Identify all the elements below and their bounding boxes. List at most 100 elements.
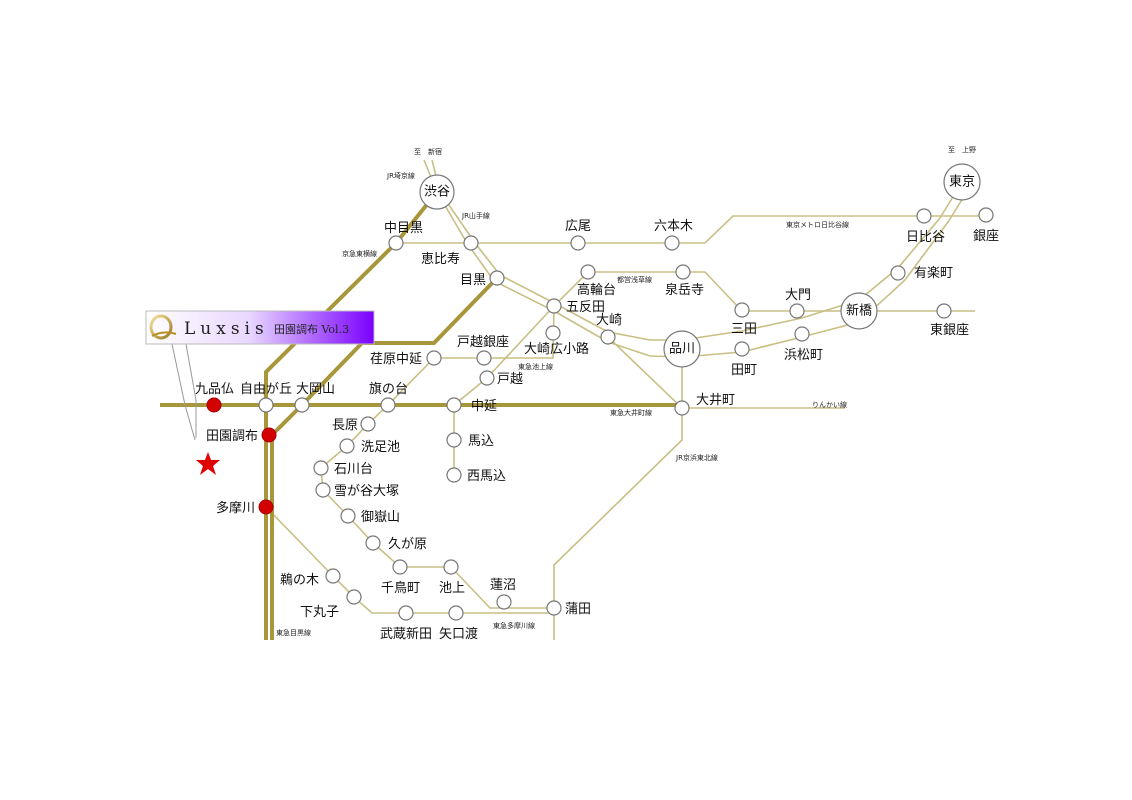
station-shimomaruko[interactable] bbox=[346, 589, 362, 605]
destination-star-icon bbox=[196, 452, 220, 475]
station-meguro[interactable] bbox=[489, 270, 505, 286]
line-tamagawa bbox=[265, 506, 554, 614]
station-yukigaya[interactable] bbox=[315, 482, 331, 498]
station-gotanda[interactable] bbox=[546, 298, 562, 314]
station-nakanobu[interactable] bbox=[446, 397, 462, 413]
station-togoshi[interactable] bbox=[479, 370, 495, 386]
station-sengakuji[interactable] bbox=[675, 264, 691, 280]
svg-text:新橋: 新橋 bbox=[846, 303, 872, 319]
label-oimachi: 東急大井町線 bbox=[610, 408, 652, 417]
label-kamata: 蒲田 bbox=[565, 602, 591, 617]
line-keihin-south bbox=[553, 349, 683, 640]
label-yukigaya: 雪が谷大塚 bbox=[334, 484, 399, 499]
svg-text:渋谷: 渋谷 bbox=[424, 185, 450, 200]
label-jiyugaoka: 自由が丘 bbox=[240, 382, 292, 397]
station-osakihirokoji[interactable] bbox=[545, 325, 561, 341]
label-toyoko: 京急東横線 bbox=[342, 249, 377, 258]
label-magome: 馬込 bbox=[468, 434, 494, 449]
luxsis-logo-icon bbox=[149, 314, 177, 340]
station-nakameguro[interactable] bbox=[388, 235, 404, 251]
station-hibiya[interactable] bbox=[916, 208, 932, 224]
line-hibiya bbox=[396, 215, 986, 244]
banner-box bbox=[145, 310, 375, 345]
station-musashinitta[interactable] bbox=[398, 605, 414, 621]
station-magome[interactable] bbox=[446, 432, 462, 448]
station-nishimagome[interactable] bbox=[446, 467, 462, 483]
label-musashinitta: 武蔵新田 bbox=[380, 626, 432, 642]
station-hamamatsucho[interactable] bbox=[794, 326, 810, 342]
station-shinagawa[interactable]: 品川 bbox=[663, 330, 701, 368]
station-takanawadai[interactable] bbox=[580, 264, 596, 280]
station-hatanodai[interactable] bbox=[380, 397, 396, 413]
station-hiroo[interactable] bbox=[570, 235, 586, 251]
line-meguro bbox=[270, 276, 499, 640]
station-nagahara[interactable] bbox=[360, 416, 376, 432]
label-senzokuike: 洗足池 bbox=[361, 440, 400, 455]
station-mita[interactable] bbox=[734, 302, 750, 318]
label-osakihirokoji: 大崎広小路 bbox=[524, 341, 589, 357]
station-shibuya[interactable]: 渋谷 bbox=[419, 174, 455, 210]
station-shimbashi[interactable]: 新橋 bbox=[840, 292, 878, 330]
label-togoshiginza: 戸越銀座 bbox=[457, 335, 509, 350]
station-ebaranakanobu[interactable] bbox=[426, 350, 442, 366]
label-meguro: 目黒 bbox=[460, 273, 486, 288]
label-gotanda: 五反田 bbox=[566, 300, 605, 315]
station-kuhombutsu[interactable] bbox=[206, 397, 222, 413]
label-takanawadai: 高輪台 bbox=[577, 282, 616, 298]
station-unoki[interactable] bbox=[325, 568, 341, 584]
station-tokyo[interactable]: 東京 bbox=[943, 163, 981, 201]
station-jiyugaoka[interactable] bbox=[258, 397, 274, 413]
station-togoshiginza[interactable] bbox=[476, 350, 492, 366]
station-senzokuike[interactable] bbox=[339, 438, 355, 454]
label-chidoricho: 千鳥町 bbox=[381, 581, 420, 596]
label-mita: 三田 bbox=[731, 322, 757, 337]
line-labels: 至 新宿 至 上野 JR埼京線 JR山手線 京急東横線 東京メトロ日比谷線 都営… bbox=[276, 145, 976, 637]
label-roppongi: 六本木 bbox=[654, 219, 693, 234]
label-tamagawa: 東急多摩川線 bbox=[493, 621, 535, 630]
direction-shinjuku: 至 新宿 bbox=[414, 147, 442, 156]
station-tamagawa[interactable] bbox=[258, 499, 274, 515]
station-chidoricho[interactable] bbox=[392, 559, 408, 575]
station-ikegami[interactable] bbox=[443, 559, 459, 575]
label-nakanobu: 中延 bbox=[471, 399, 497, 414]
station-ookayama[interactable] bbox=[294, 397, 310, 413]
label-nishimagome: 西馬込 bbox=[467, 469, 506, 484]
station-daimon[interactable] bbox=[789, 303, 805, 319]
label-nakameguro: 中目黒 bbox=[384, 221, 423, 236]
station-tamachi[interactable] bbox=[734, 341, 750, 357]
line-yamanote bbox=[431, 159, 963, 341]
label-rinkai: りんかい線 bbox=[812, 400, 847, 409]
station-kamata[interactable] bbox=[546, 600, 562, 616]
label-tamagawa: 多摩川 bbox=[216, 500, 255, 516]
label-ikegami: 東急池上線 bbox=[518, 362, 553, 371]
station-oimachi[interactable] bbox=[674, 400, 690, 416]
banner-subtitle: 田園調布 Vol.3 bbox=[274, 322, 349, 336]
label-saikyo: JR埼京線 bbox=[386, 171, 415, 180]
label-higashiginza: 東銀座 bbox=[930, 322, 969, 338]
station-roppongi[interactable] bbox=[664, 235, 680, 251]
label-ebisu: 恵比寿 bbox=[421, 252, 460, 267]
label-hibiya: 東京メトロ日比谷線 bbox=[786, 220, 849, 229]
station-denenchofu[interactable] bbox=[261, 427, 277, 443]
label-togoshi: 戸越 bbox=[497, 372, 523, 387]
station-ginza[interactable] bbox=[978, 207, 994, 223]
label-kuhombutsu: 九品仏 bbox=[195, 382, 234, 397]
label-ookayama: 大岡山 bbox=[296, 382, 335, 397]
station-ishikawadai[interactable] bbox=[313, 460, 329, 476]
label-hasunuma: 蓮沼 bbox=[490, 578, 516, 593]
station-higashiginza[interactable] bbox=[936, 303, 952, 319]
station-yurakucho[interactable] bbox=[890, 265, 906, 281]
line-asakusa bbox=[453, 271, 975, 475]
label-osaki: 大崎 bbox=[596, 313, 622, 328]
station-yaguchinowatashi[interactable] bbox=[448, 605, 464, 621]
station-ontakesan[interactable] bbox=[340, 508, 356, 524]
station-ebisu[interactable] bbox=[463, 235, 479, 251]
label-ishikawadai: 石川台 bbox=[334, 462, 373, 477]
label-unoki: 鵜の木 bbox=[280, 573, 319, 588]
svg-text:東京: 東京 bbox=[949, 174, 975, 190]
label-keihin: JR京浜東北線 bbox=[675, 453, 718, 462]
station-kugahara[interactable] bbox=[365, 535, 381, 551]
station-osaki[interactable] bbox=[600, 329, 616, 345]
label-asakusa: 都営浅草線 bbox=[617, 275, 652, 284]
station-hasunuma[interactable] bbox=[496, 594, 512, 610]
